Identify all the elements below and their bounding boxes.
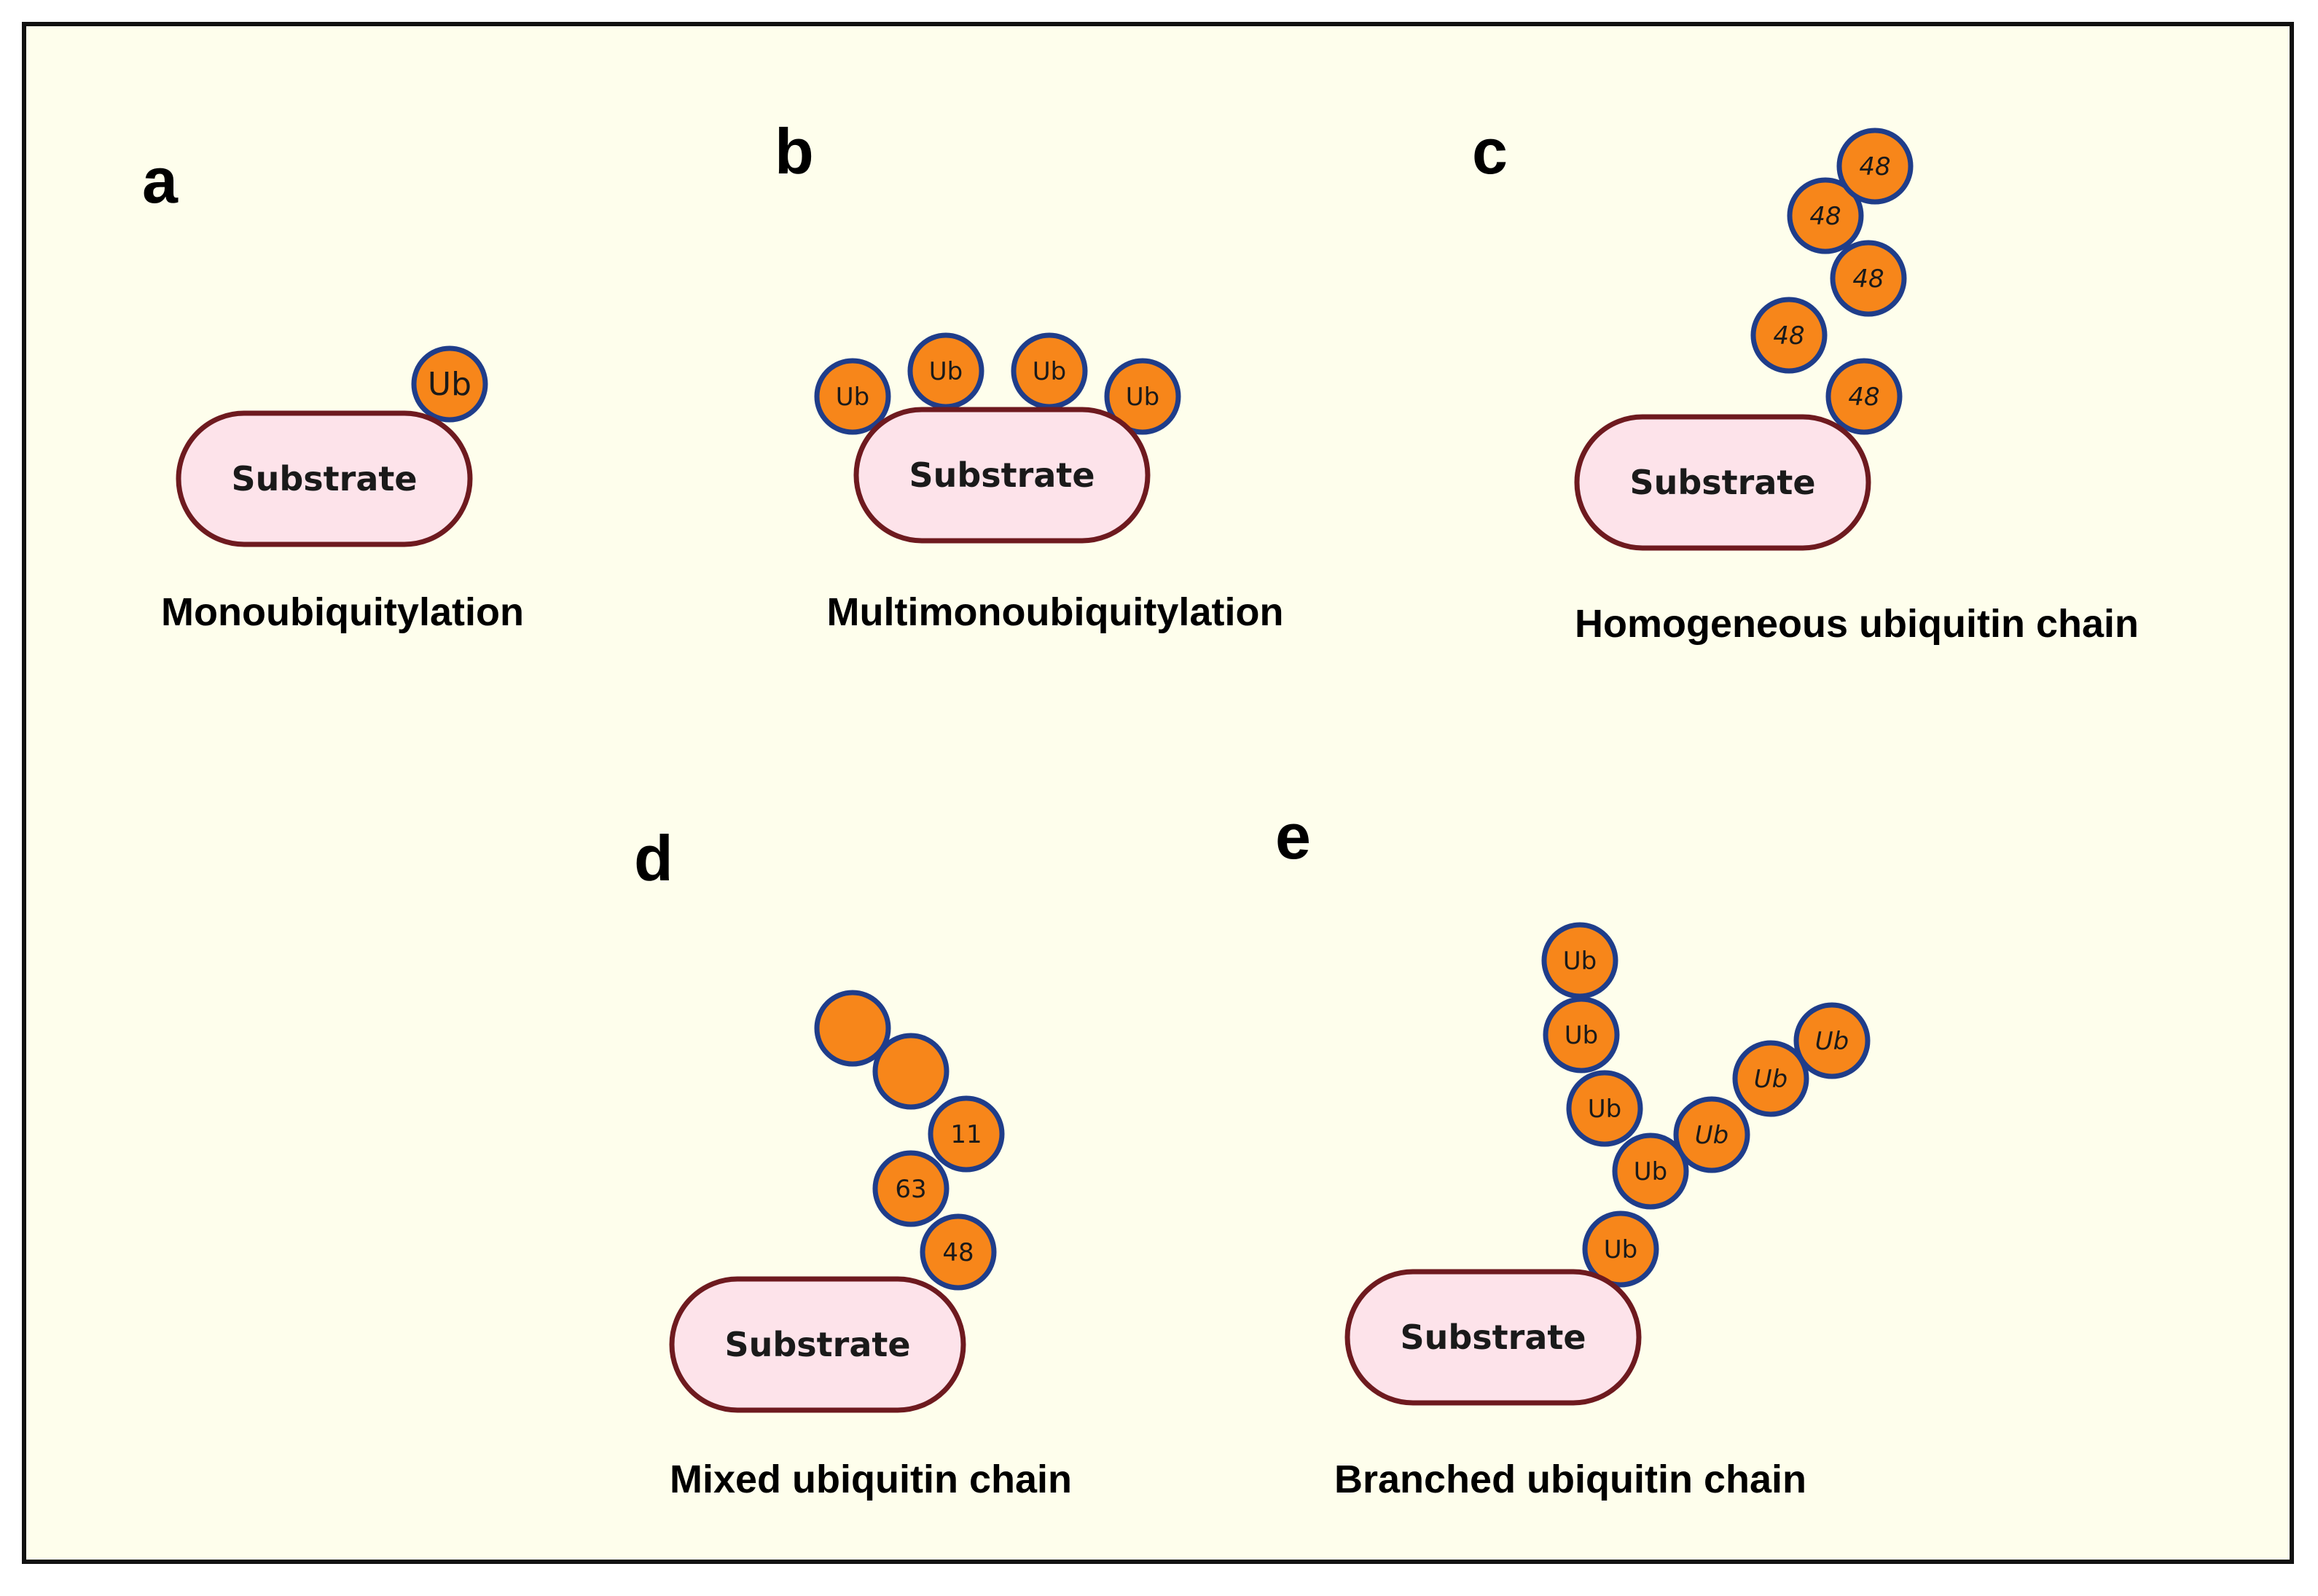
ubiquitin-e-2: Ub: [1612, 1133, 1689, 1210]
ubiquitin-c-5: 48: [1836, 128, 1914, 205]
ubiquitin-label: Ub: [1126, 383, 1159, 412]
ubiquitin-c-2: 48: [1750, 297, 1828, 374]
ubiquitin-e-4: Ub: [1543, 996, 1620, 1073]
substrate-b: Substrate: [853, 407, 1151, 544]
caption-a: Monoubiquitylation: [161, 590, 524, 634]
ubiquitin-d-2: 63: [872, 1150, 949, 1227]
panel-letter-a: a: [142, 144, 179, 216]
caption-b: Multimonoubiquitylation: [827, 590, 1284, 634]
substrate-label: Substrate: [724, 1325, 910, 1364]
ubiquitin-e-6: Ub: [1673, 1096, 1750, 1173]
ubiquitin-label: 11: [950, 1120, 982, 1149]
caption-e: Branched ubiquitin chain: [1334, 1458, 1806, 1501]
ubiquitin-circle: [1732, 1040, 1809, 1117]
ubiquitin-label: Ub: [1634, 1157, 1667, 1186]
ubiquitin-circle: [1566, 1070, 1643, 1147]
ubiquitin-circle: [1011, 332, 1088, 410]
ubiquitin-circle: [920, 1213, 997, 1291]
substrate-shape: [1344, 1269, 1642, 1406]
ubiquitin-circle: [814, 990, 891, 1067]
ubiquitin-b-3: Ub: [1011, 332, 1088, 410]
caption-c: Homogeneous ubiquitin chain: [1575, 602, 2139, 646]
ubiquitin-d-4: [872, 1033, 949, 1110]
ubiquitin-circle: [814, 358, 891, 435]
substrate-label: Substrate: [231, 459, 417, 498]
ubiquitin-label: Ub: [1563, 947, 1597, 976]
ubiquitin-circle: [928, 1095, 1005, 1173]
ubiquitin-e-5: Ub: [1541, 922, 1618, 999]
ubiquitin-label: Ub: [1754, 1065, 1788, 1094]
ubiquitin-e-3: Ub: [1566, 1070, 1643, 1147]
ubiquitin-label: Ub: [836, 383, 869, 412]
ubiquitin-circle: [1104, 358, 1181, 435]
ubiquitin-label: Ub: [1565, 1021, 1598, 1050]
ubiquitin-b-1: Ub: [814, 358, 891, 435]
ubiquitin-e-1: Ub: [1582, 1210, 1659, 1288]
figure-frame: [22, 22, 2294, 1564]
ubiquitin-label: 48: [942, 1238, 974, 1267]
ubiquitin-c-1: 48: [1825, 358, 1903, 435]
ubiquitin-circle: [1541, 922, 1618, 999]
substrate-label: Substrate: [1629, 463, 1815, 502]
ubiquitin-circle: [1793, 1002, 1871, 1079]
panel-letter-b: b: [775, 115, 814, 187]
panel-letter-d: d: [634, 822, 673, 894]
ubiquitin-label: 48: [1859, 152, 1890, 181]
ubiquitin-circle: [872, 1033, 949, 1110]
ubiquitin-d-5: [814, 990, 891, 1067]
ubiquitin-d-3: 11: [928, 1095, 1005, 1173]
panel-letter-e: e: [1275, 800, 1311, 872]
substrate-label: Substrate: [1400, 1318, 1586, 1357]
substrate-c: Substrate: [1574, 414, 1871, 551]
substrate-shape: [853, 407, 1151, 544]
ubiquitin-circle: [872, 1150, 949, 1227]
substrate-shape: [669, 1276, 966, 1413]
ubiquitin-b-4: Ub: [1104, 358, 1181, 435]
ubiquitin-label: 48: [1809, 202, 1841, 231]
ubiquitin-label: Ub: [428, 366, 471, 403]
ubiquitin-circle: [1543, 996, 1620, 1073]
ubiquitin-label: Ub: [929, 357, 963, 386]
ubiquitin-label: Ub: [1815, 1027, 1849, 1056]
ubiquitin-e-7: Ub: [1732, 1040, 1809, 1117]
ubiquitin-label: 63: [895, 1175, 926, 1204]
ubiquitin-circle: [1787, 177, 1864, 254]
ubiquitin-c-3: 48: [1830, 240, 1907, 317]
ubiquitin-circle: [1673, 1096, 1750, 1173]
ubiquitin-d-1: 48: [920, 1213, 997, 1291]
caption-d: Mixed ubiquitin chain: [670, 1458, 1072, 1501]
ubiquitin-a-1: Ub: [411, 345, 488, 423]
ubiquitin-label: 48: [1852, 265, 1884, 294]
substrate-label: Substrate: [909, 455, 1095, 495]
substrate-shape: [1574, 414, 1871, 551]
substrate-d: Substrate: [669, 1276, 966, 1413]
ubiquitin-label: Ub: [1604, 1235, 1637, 1264]
ubiquitin-circle: [1825, 358, 1903, 435]
ubiquitin-e-8: Ub: [1793, 1002, 1871, 1079]
ubiquitin-b-2: Ub: [907, 332, 984, 410]
ubiquitin-circle: [1750, 297, 1828, 374]
ubiquitin-circle: [411, 345, 488, 423]
ubiquitin-label: 48: [1773, 321, 1804, 351]
ubiquitin-circle: [907, 332, 984, 410]
ubiquitin-circle: [1830, 240, 1907, 317]
ubiquitin-circle: [1582, 1210, 1659, 1288]
substrate-e: Substrate: [1344, 1269, 1642, 1406]
ubiquitin-label: Ub: [1033, 357, 1066, 386]
ubiquitin-circle: [1836, 128, 1914, 205]
ubiquitin-circle: [1612, 1133, 1689, 1210]
substrate-a: Substrate: [176, 410, 473, 547]
background: [26, 26, 2290, 1560]
ubiquitin-label: Ub: [1588, 1095, 1621, 1124]
panel-letter-c: c: [1472, 115, 1508, 187]
ubiquitin-label: 48: [1848, 383, 1879, 412]
ubiquitin-c-4: 48: [1787, 177, 1864, 254]
substrate-shape: [176, 410, 473, 547]
ubiquitin-label: Ub: [1695, 1121, 1728, 1150]
